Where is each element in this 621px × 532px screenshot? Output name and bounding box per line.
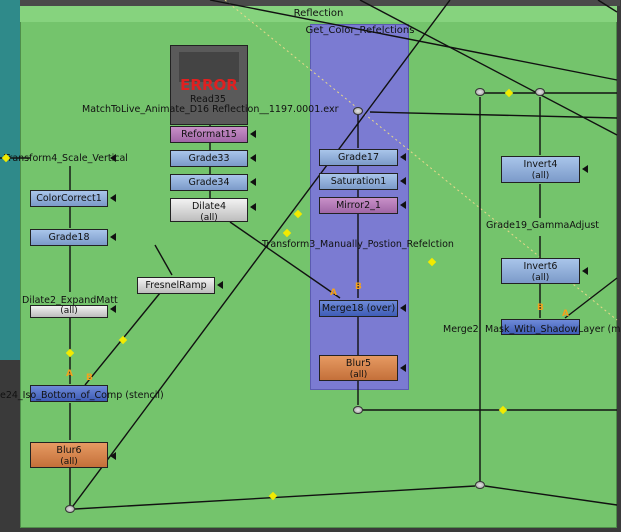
node-label: Grade34 (188, 177, 230, 188)
node-label: Merge18 (over) (321, 303, 396, 314)
mask-input-arrow[interactable] (110, 154, 116, 162)
node-label: Invert4 (523, 159, 558, 170)
node-dilate4[interactable]: Dilate4(all) (170, 198, 248, 223)
node-sublabel: (all) (531, 171, 550, 181)
read-node-thumbnail[interactable]: ERROR (170, 45, 248, 125)
mask-input-arrow[interactable] (400, 177, 406, 185)
node-sublabel: (all) (60, 306, 78, 316)
mask-input-arrow[interactable] (400, 364, 406, 372)
node-label: Grade33 (188, 153, 230, 164)
background-top-strip (20, 0, 620, 6)
wire-top-c (597, 0, 618, 13)
node-grade19-label: Grade19_GammaAdjust (486, 220, 600, 231)
mask-input-arrow[interactable] (217, 281, 223, 289)
node-label: FresnelRamp (145, 280, 207, 291)
mask-input-arrow[interactable] (400, 201, 406, 209)
backdrop-title: Reflection (20, 6, 617, 22)
node-label: Invert6 (523, 261, 558, 272)
node-merge24-label: e24_Iso_Bottom_of_Comp (stencil) (0, 390, 164, 401)
mask-input-arrow[interactable] (250, 130, 256, 138)
mask-input-arrow[interactable] (582, 165, 588, 173)
mask-input-arrow[interactable] (250, 178, 256, 186)
background-teal-strip (0, 0, 20, 360)
read-node-filename: MatchToLive_Animate_D16 Reflection__1197… (82, 104, 339, 115)
input-a-label: A (66, 369, 73, 379)
dot-node[interactable] (475, 481, 485, 489)
node-mirror2[interactable]: Mirror2_1 (319, 197, 398, 214)
thumbnail-image (179, 52, 239, 82)
input-b-label: B (355, 282, 362, 292)
mask-input-arrow[interactable] (250, 154, 256, 162)
wire-dilate4-merge18 (229, 221, 341, 299)
node-sublabel: (all) (60, 457, 78, 467)
read-node-name: Read35 (190, 94, 226, 105)
mask-input-arrow[interactable] (110, 452, 116, 460)
node-label: Mirror2_1 (336, 200, 381, 211)
node-label: Blur6 (56, 445, 82, 456)
dot-node[interactable] (475, 88, 485, 96)
node-dilate2[interactable]: (all) (30, 305, 108, 318)
node-mask-label: Mask_With_ShadowLayer (m (485, 324, 621, 335)
error-text: ERROR (180, 76, 238, 94)
mask-input-arrow[interactable] (400, 153, 406, 161)
node-label: Saturation1 (330, 176, 387, 187)
node-blur5[interactable]: Blur5(all) (319, 355, 398, 381)
input-b-label: B (537, 303, 544, 313)
node-label: Dilate4 (191, 201, 227, 212)
wire-long-diagonal (69, 0, 451, 511)
dot-node[interactable] (535, 88, 545, 96)
dot-node[interactable] (353, 107, 363, 115)
node-grade18[interactable]: Grade18 (30, 229, 108, 246)
node-label: Reformat15 (181, 129, 237, 140)
node-grade33[interactable]: Grade33 (170, 150, 248, 167)
node-invert4[interactable]: Invert4(all) (501, 156, 580, 183)
mask-input-arrow[interactable] (110, 233, 116, 241)
wire-mask-in (564, 277, 618, 319)
node-sublabel: (all) (349, 370, 368, 380)
node-merge2x-label: Merge2 (443, 324, 479, 335)
mask-input-arrow[interactable] (250, 203, 256, 211)
node-blur6[interactable]: Blur6(all) (30, 442, 108, 468)
node-merge24[interactable] (30, 385, 108, 402)
input-b-label: B (86, 373, 93, 383)
node-transform4-label: Transform4_Scale_Vertical (4, 153, 128, 164)
node-grade34[interactable]: Grade34 (170, 174, 248, 191)
node-label: Blur5 (345, 358, 372, 369)
node-colorcorrect1[interactable]: ColorCorrect1 (30, 190, 108, 207)
subgroup-title: Get_Color_Refelctions (305, 25, 415, 36)
mask-input-arrow[interactable] (110, 305, 116, 313)
input-a-label: A (330, 288, 337, 298)
input-a-label: A (562, 309, 569, 319)
wire-bottom-right (484, 485, 618, 506)
mask-input-arrow[interactable] (400, 304, 406, 312)
mask-input-arrow[interactable] (110, 194, 116, 202)
wire-top-a (209, 0, 618, 81)
node-label: Grade17 (337, 152, 380, 163)
node-mask-shadowlayer[interactable] (501, 319, 580, 335)
mask-input-arrow[interactable] (582, 267, 588, 275)
dot-node[interactable] (65, 505, 75, 513)
dot-node[interactable] (353, 406, 363, 414)
node-reformat15[interactable]: Reformat15 (170, 126, 248, 143)
node-grade17[interactable]: Grade17 (319, 149, 398, 166)
node-label: Grade18 (48, 232, 90, 243)
wire-to-fresnel (154, 244, 173, 276)
node-transform3-label: Transform3_Manually_Postion_Refelction (262, 239, 454, 250)
node-fresnelramp[interactable]: FresnelRamp (137, 277, 215, 294)
node-sublabel: (all) (531, 273, 550, 283)
node-dilate2-label: Dilate2_ExpandMatt (22, 295, 118, 306)
node-saturation1[interactable]: Saturation1 (319, 173, 398, 190)
node-sublabel: (all) (200, 213, 218, 223)
wire-right-in (369, 111, 618, 119)
node-invert6[interactable]: Invert6(all) (501, 258, 580, 284)
node-merge18[interactable]: Merge18 (over) (319, 300, 398, 317)
wire-top-b (359, 0, 618, 136)
node-label: ColorCorrect1 (36, 193, 102, 204)
